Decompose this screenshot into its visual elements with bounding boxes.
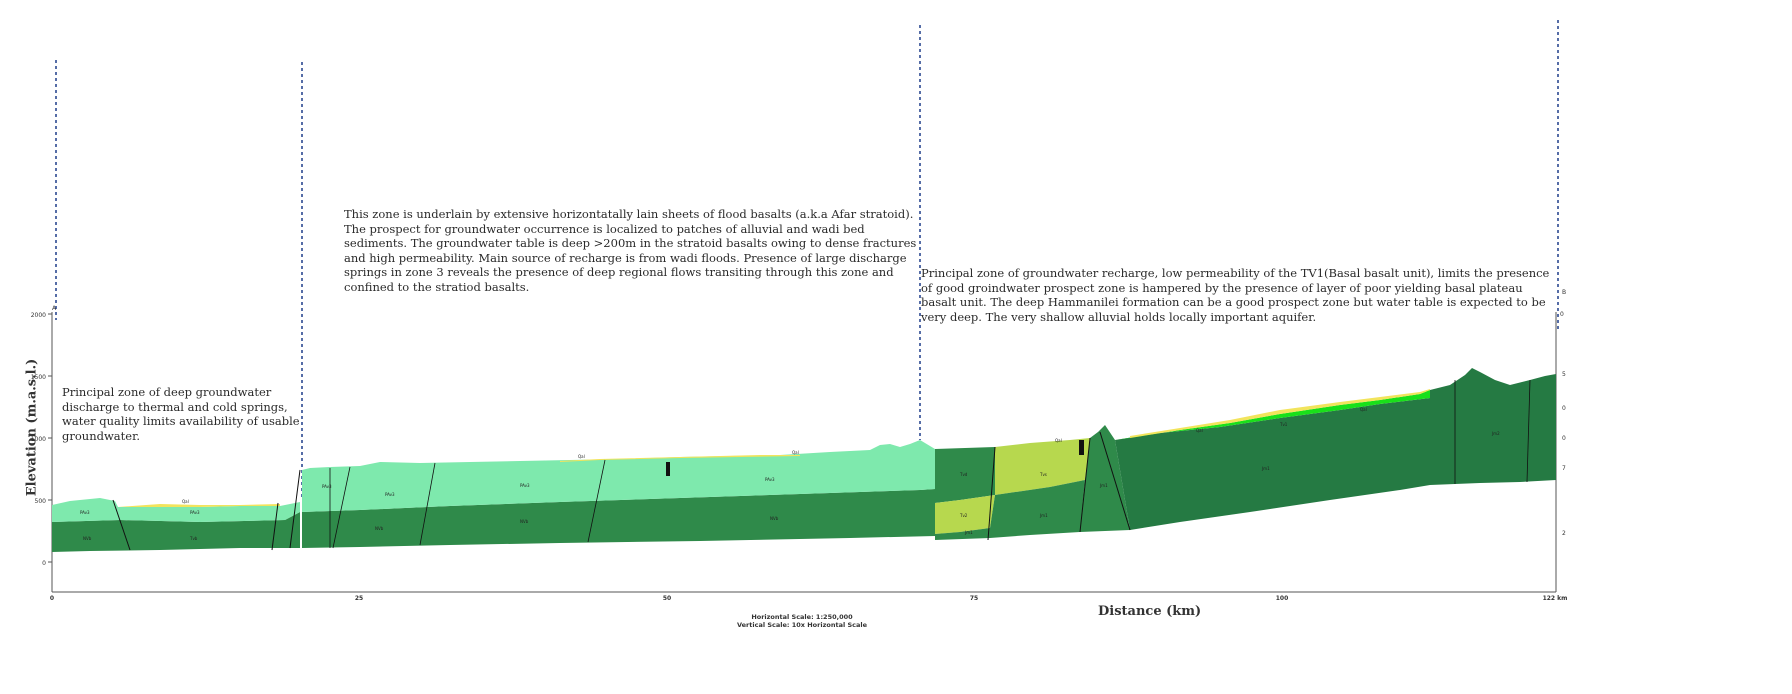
zone-1-text: Principal zone of deep groundwater disch… (62, 385, 300, 443)
svg-text:Tv2: Tv2 (959, 513, 968, 518)
zone2-alluvium (560, 455, 800, 462)
right-ticks: 0 5 0 0 7 2 (1560, 311, 1566, 537)
svg-text:Tvb: Tvb (189, 536, 198, 541)
zone-1-description: Principal zone of deep groundwater disch… (62, 385, 302, 443)
borehole-1 (666, 462, 670, 476)
ytick-500: 500 (35, 498, 47, 505)
svg-text:Jm2: Jm2 (1491, 431, 1500, 436)
svg-text:Qal: Qal (578, 454, 585, 459)
svg-text:7: 7 (1562, 465, 1566, 472)
svg-text:NVb: NVb (520, 519, 529, 524)
svg-text:Qal: Qal (1360, 407, 1367, 412)
svg-text:Qal: Qal (1196, 428, 1203, 433)
zone3-olive-block (995, 438, 1090, 495)
zone1-lower-unit (52, 512, 300, 552)
scale-note: Horizontal Scale: 1:250,000 Vertical Sca… (712, 613, 892, 629)
fault-1 (112, 499, 131, 551)
svg-text:PAv3: PAv3 (322, 484, 332, 489)
zone3-wedge (1080, 425, 1130, 532)
svg-text:5: 5 (1562, 371, 1566, 378)
xtick-25: 25 (355, 595, 363, 602)
fault-2 (271, 502, 279, 551)
xtick-75: 75 (970, 595, 978, 602)
zone2-upper-unit (302, 440, 935, 512)
svg-text:Jm1: Jm1 (1099, 483, 1108, 488)
xtick-122: 122 km (1543, 595, 1568, 602)
svg-text:Jm1: Jm1 (964, 530, 973, 535)
x-ticks: 0 25 50 75 100 122 km (50, 595, 1568, 602)
section-end-label: B (1562, 289, 1566, 296)
zone-2-description: This zone is underlain by extensive hori… (344, 207, 929, 295)
zone2-layers: PAv3 PAv3 PAv3 PAv3 NVb NVb NVb Qal Qal (289, 440, 935, 549)
svg-text:NVb: NVb (83, 536, 92, 541)
svg-text:NVb: NVb (375, 526, 384, 531)
svg-text:2: 2 (1562, 530, 1566, 537)
zone-3-text: Principal zone of groundwater recharge, … (921, 266, 1550, 324)
svg-text:PAv3: PAv3 (520, 483, 530, 488)
x-axis-label: Distance (km) (1098, 604, 1202, 619)
zone1-layers: PAv3 PAv3 Qal NVb Tvb (52, 498, 300, 552)
section-start-label: A (52, 305, 57, 312)
horizontal-scale: Horizontal Scale: 1:250,000 (751, 613, 853, 621)
zone3-yellow-top (1130, 389, 1430, 438)
zone3-layers: Tvd Tvs Tv2 Jm1 Jm1 Jm1 Jm1 Jm2 Qal Qal … (935, 368, 1556, 541)
ytick-1000: 1000 (31, 436, 46, 443)
svg-text:Tvd: Tvd (959, 472, 968, 477)
y-ticks: 2000 1500 1000 500 0 (31, 312, 52, 567)
svg-text:PAv3: PAv3 (80, 510, 90, 515)
svg-text:Jm1: Jm1 (1039, 513, 1048, 518)
svg-text:0: 0 (1562, 435, 1566, 442)
zone-2-text: This zone is underlain by extensive hori… (344, 207, 917, 294)
y-axis-label: Elevation (m.a.s.l.) (24, 358, 40, 497)
xtick-50: 50 (663, 595, 671, 602)
svg-text:NVb: NVb (770, 516, 779, 521)
svg-text:PAv3: PAv3 (385, 492, 395, 497)
svg-text:Qal: Qal (182, 499, 189, 504)
zone-3-description: Principal zone of groundwater recharge, … (921, 266, 1561, 324)
ytick-1500: 1500 (31, 374, 46, 381)
svg-text:Jm1: Jm1 (1261, 466, 1270, 471)
zone3-dark-lower (935, 480, 1085, 540)
svg-text:Qal: Qal (792, 450, 799, 455)
zone3-east-block (1430, 368, 1556, 485)
xtick-100: 100 (1276, 595, 1289, 602)
svg-text:Tvs: Tvs (1039, 472, 1047, 477)
svg-text:0: 0 (1560, 311, 1564, 318)
svg-text:PAv3: PAv3 (190, 510, 200, 515)
vertical-scale: Vertical Scale: 10x Horizontal Scale (736, 621, 868, 629)
zone2-lower-unit (302, 489, 935, 548)
zone1-alluvium (118, 504, 280, 507)
svg-text:Qal: Qal (1055, 438, 1062, 443)
borehole-2 (1079, 440, 1084, 455)
svg-text:0: 0 (1562, 405, 1566, 412)
zone3-olive-lower (935, 495, 995, 534)
svg-text:PAv3: PAv3 (765, 477, 775, 482)
ytick-2000: 2000 (31, 312, 46, 319)
zone3-main-block (1115, 398, 1430, 530)
xtick-0: 0 (50, 595, 54, 602)
ytick-0: 0 (42, 560, 46, 567)
zone3-block-1 (935, 447, 995, 503)
svg-text:Tv1: Tv1 (1279, 422, 1288, 427)
